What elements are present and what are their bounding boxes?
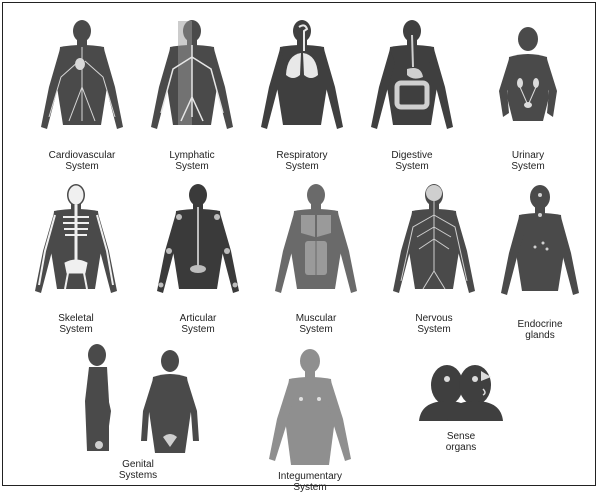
articular-figure xyxy=(143,181,253,311)
sense-organs-icon xyxy=(411,361,511,425)
muscular-figure xyxy=(261,181,371,311)
lymphatic-figure xyxy=(137,17,247,147)
label-nervous: Nervous System xyxy=(379,313,489,335)
label-muscular: Muscular System xyxy=(261,313,371,335)
urinary-figure xyxy=(473,17,583,147)
nervous-icon xyxy=(379,181,489,311)
muscular-icon xyxy=(261,181,371,311)
label-skeletal: Skeletal System xyxy=(21,313,131,335)
digestive-figure xyxy=(357,17,467,147)
skeletal-icon xyxy=(21,181,131,311)
label-digestive: Digestive System xyxy=(357,150,467,172)
genital-male-figure xyxy=(69,341,129,461)
sense-organs-figure xyxy=(411,361,511,425)
articular-icon xyxy=(143,181,253,311)
genital-female-figure xyxy=(135,349,205,461)
genital-male-icon xyxy=(69,341,129,461)
digestive-icon xyxy=(357,17,467,147)
lymphatic-icon xyxy=(137,17,247,147)
integumentary-icon xyxy=(255,347,365,471)
label-sense-organs: Sense organs xyxy=(411,431,511,453)
integumentary-figure xyxy=(255,347,365,471)
label-urinary: Urinary System xyxy=(473,150,583,172)
label-endocrine: Endocrine glands xyxy=(485,319,595,341)
endocrine-figure xyxy=(485,181,595,311)
cardiovascular-icon xyxy=(27,17,137,147)
cardiovascular-figure xyxy=(27,17,137,147)
genital-female-icon xyxy=(135,349,205,461)
label-respiratory: Respiratory System xyxy=(247,150,357,172)
urinary-icon xyxy=(473,17,583,147)
nervous-figure xyxy=(379,181,489,311)
respiratory-figure xyxy=(247,17,357,147)
label-articular: Articular System xyxy=(143,313,253,335)
respiratory-icon xyxy=(247,17,357,147)
label-lymphatic: Lymphatic System xyxy=(137,150,247,172)
label-genital: Genital Systems xyxy=(93,459,183,481)
endocrine-icon xyxy=(485,181,595,311)
skeletal-figure xyxy=(21,181,131,311)
body-systems-diagram: Cardiovascular System Lymphatic System xyxy=(2,2,596,486)
label-cardiovascular: Cardiovascular System xyxy=(27,150,137,172)
